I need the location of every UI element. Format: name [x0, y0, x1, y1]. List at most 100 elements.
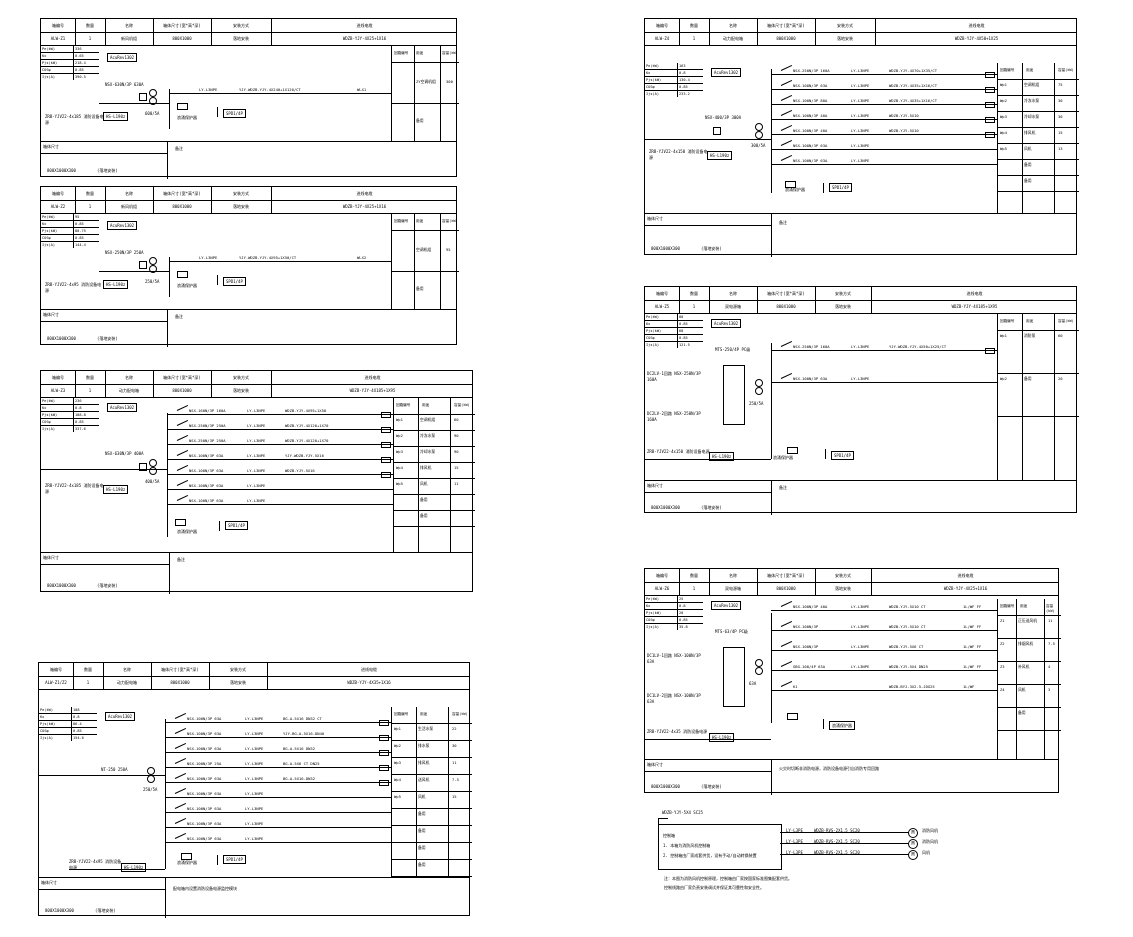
spd-tag: SPD1/4P [225, 521, 248, 530]
feeder-breaker: NSX-100N/3P [793, 624, 819, 629]
col-name: 名称 [709, 569, 758, 582]
feeder-line-type: LY-L3NPE [245, 791, 264, 796]
ct-label: 400/5A [145, 479, 160, 484]
feeder-load: 1L/WF FF [963, 644, 982, 649]
motor-icon: M [908, 828, 918, 838]
ct-label: 600/5A [145, 111, 160, 116]
circuit-purpose: 备用 [418, 862, 426, 867]
incoming-label: ZRB-YJV22-4x150 消防设备电源 [649, 149, 708, 160]
panel-alw-z1: 箱编号 数量 名称 箱体尺寸(宽*高*深) 安装方式 进线电缆 ALW-Z1 1… [40, 18, 459, 179]
box-qty: 1 [679, 300, 710, 313]
footer-note: 火灾时切断非消防电源，消防设备电源引自消防专用回路 [779, 766, 879, 771]
feeder-load: 1L/WF FF [963, 664, 982, 669]
incoming-label: ZRB-YJV22-4x185 消防设备电源 [45, 483, 104, 494]
col-mount: 安装方式 [815, 287, 872, 300]
ground [217, 855, 218, 865]
footer-title: 箱体尺寸 [647, 216, 663, 221]
ct-symbol [755, 131, 763, 139]
feeder-breaker: NSX-100N/3P [793, 644, 819, 649]
circuit-purpose: 风机 [1024, 146, 1032, 151]
spd-tag: SPD1/4P [831, 451, 854, 460]
spd-symbol [785, 181, 796, 188]
circuit-row: 备用 [392, 860, 472, 877]
feeder-breaker: NSX-160N/3P 160A [189, 408, 226, 413]
meter-tag: AcuRev1302 [711, 319, 742, 328]
feeder-breaker: NSX-100N/3P 40A [793, 604, 828, 609]
feeder-load: 1L/WF FF [963, 604, 982, 609]
contactor-symbol [379, 720, 389, 726]
feeder-breaker: NSX-100N/3P 40A [793, 128, 828, 133]
box-cable: WDZB-YJY-4X25+1X16 [342, 204, 387, 209]
param-ijs: Ijs(A)233.2 [646, 91, 690, 97]
contactor-symbol [379, 750, 389, 756]
feeder-line-type: LY-L3NPE [851, 644, 870, 649]
feeder-breaker: NSX-100N/3P 80A [793, 98, 828, 103]
feeder-line-type: LY-L3NPE [851, 624, 870, 629]
box-name: 动力配电箱 [709, 32, 758, 45]
box-mount: 落地安装 [209, 676, 268, 689]
param-pjs: Pjs(kW)20 [645, 610, 703, 617]
circuit-head: 回路编号用途容量(kW) [392, 46, 459, 63]
detail-note: 控制线路由厂家负责安装调试并保证其可靠性和安全性。 [664, 885, 764, 890]
feeder-breaker: NSX-100N/3P 63A [189, 453, 224, 458]
circuit-head: 回路编号用途容量(kW) [392, 214, 459, 231]
circuit-purpose: 冷冻水泵 [1024, 98, 1040, 103]
circuit-purpose: 冷冻水泵 [420, 433, 436, 438]
ammeter-tag: HS-L190z [709, 452, 735, 461]
feeder-line-type: LY-L3NPE [245, 806, 264, 811]
col-name: 名称 [103, 663, 152, 676]
footer-title: 箱体尺寸 [41, 880, 57, 885]
circuit-purpose: 正压送风机 [1018, 618, 1037, 623]
circuit-purpose: 备用 [1024, 376, 1032, 381]
ground [219, 521, 220, 531]
detail-line [780, 854, 910, 855]
circuit-head: 回路编号用途容量(kW) [392, 707, 472, 724]
circuit-row-spare: 备用 [416, 118, 424, 123]
spd-label: 浪涌保护器 [785, 187, 805, 192]
circuit-id: Z4 [1000, 687, 1005, 692]
incoming-label: ZRB-YJV22-4x35 消防设备电源 [647, 729, 708, 734]
box-qty: 1 [679, 32, 710, 45]
circuit-id: Wp1 [396, 417, 403, 422]
param-ijs: Ijs(A)154.6 [40, 735, 84, 741]
detail-cable: WDZB-RVS-2X1.5 SC20 [814, 850, 860, 855]
footer-dim: 800X1000X300 [651, 784, 680, 789]
ct-symbol [149, 89, 157, 97]
feeder-line-type: LY-L3NPE [245, 776, 264, 781]
footer: 箱体尺寸 800X1000X300 (落地安装) 备注 [41, 552, 472, 594]
motor-label: 消防风机 [922, 828, 938, 833]
feeder-line-type: LY-L3NPE [247, 408, 266, 413]
circuit-purpose: 备用 [418, 811, 426, 816]
col-name: 名称 [105, 19, 154, 32]
box-mount: 落地安装 [211, 200, 272, 213]
source1-label: DC2LV-1回路 NSX-250N/3P 160A [647, 371, 701, 382]
feeder-line-type: LY-L3NPE [245, 761, 264, 766]
footer-dim: 800X1000X300 [45, 908, 74, 913]
footer-mount: (落地安装) [701, 505, 722, 510]
box-id: ALW-Z6 [645, 582, 680, 595]
control-detail: WDZB-YJY-5X4 SC25 控制箱 1. 本箱为消防风机控制箱 2. 控… [650, 810, 940, 900]
footer-mount: (落地安装) [701, 784, 722, 789]
feeder-breaker: K1 [793, 684, 798, 689]
main-breaker [139, 463, 147, 471]
ats-label: MTS-250/4P PC级 [715, 347, 751, 352]
col-cable: 进线电缆 [356, 23, 373, 28]
contactor-symbol [985, 87, 995, 93]
box-mount: 落地安装 [211, 384, 272, 397]
value-row: ALW-Z1/Z2 1 动力配电箱 800X1000 落地安装 WDZB-YJY… [39, 676, 469, 690]
detail-cable: WDZB-RVS-2X1.5 SC20 [814, 828, 860, 833]
